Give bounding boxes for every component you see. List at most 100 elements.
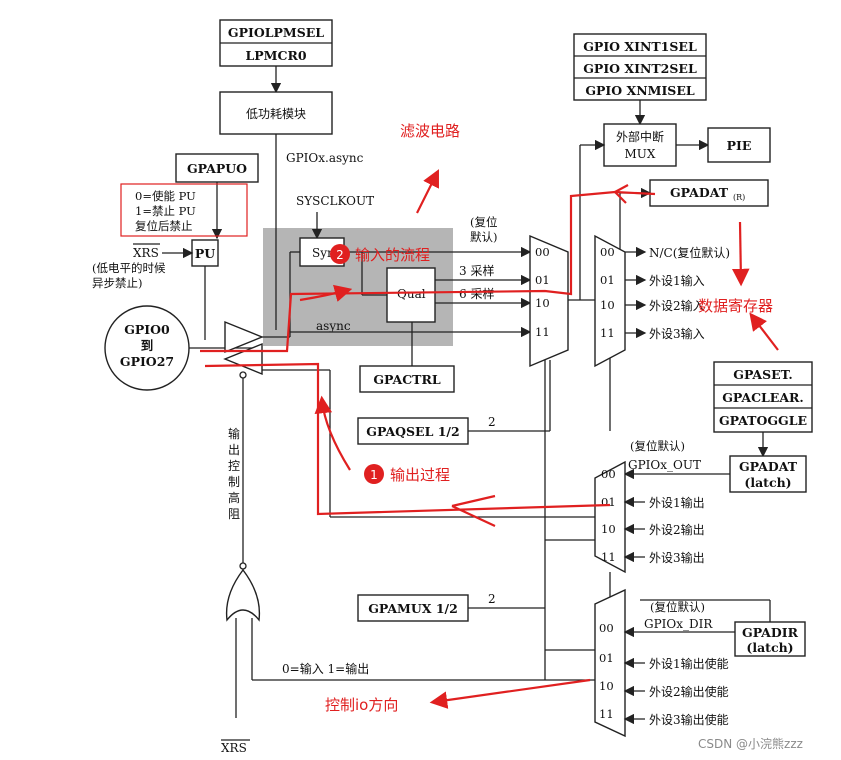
data-reg-arrow-down [749, 312, 779, 351]
xrs-bottom-label: XRS [221, 741, 247, 755]
output-flow-path [204, 362, 611, 516]
in-mux-10: 10 [600, 298, 615, 312]
dir-func-periph2: 外设2输出使能 [649, 684, 729, 699]
out-func-periph2: 外设2输出 [649, 522, 705, 537]
gpadir-latch-box [734, 621, 806, 657]
sysclkout-label: SYSCLKOUT [296, 194, 374, 208]
gpapuo-label: GPAPUO [187, 161, 247, 176]
gpadat-read-sub: (R) [733, 193, 745, 202]
in-func-periph2: 外设2输入 [649, 298, 705, 313]
iq-mux-00: 00 [535, 245, 550, 259]
xint2sel-label: GPIO XINT2SEL [583, 61, 697, 76]
gpadir-label-1: GPADIR [742, 625, 799, 640]
in-func-nc: N/C(复位默认) [649, 245, 730, 260]
input-flow-annotation: 输入的流程 [355, 246, 430, 264]
gpadat-latch-label-1: GPADAT [739, 459, 798, 474]
out-mux-00: 00 [601, 467, 616, 481]
out-mux-10: 10 [601, 522, 616, 536]
in-func-periph3: 外设3输入 [649, 326, 705, 341]
ext-mux-label-1: 外部中断 [616, 129, 664, 144]
output-control-char-2: 出 [228, 443, 240, 457]
pu-reset-text: 复位后禁止 [135, 219, 193, 233]
dir-func-periph1: 外设1输出使能 [649, 656, 729, 671]
direction-mux [594, 588, 626, 738]
gpaclear-label: GPACLEAR. [722, 390, 804, 405]
gpiolpmsel-label: GPIOLPMSEL [228, 25, 324, 40]
gpamux-label: GPAMUX 1/2 [368, 601, 458, 616]
io-direction-annotation: 控制io方向 [325, 696, 398, 714]
gpatoggle-label: GPATOGGLE [719, 413, 807, 428]
xnmisel-label: GPIO XNMISEL [585, 83, 695, 98]
gpadir-label-2: (latch) [746, 640, 793, 655]
gpaqsel-box [357, 417, 469, 445]
gpactrl-box [359, 365, 455, 393]
mux-width: 2 [488, 592, 496, 606]
gpaset-register-box [713, 361, 813, 433]
gpio-pin-label-2: 到 [141, 338, 154, 353]
out-func-periph3: 外设3输出 [649, 550, 705, 565]
sample-3-label: 3 采样 [459, 263, 494, 278]
lpmcr0-label: LPMCR0 [245, 48, 306, 63]
input-step-number: 2 [336, 248, 344, 262]
input-function-mux [594, 234, 626, 368]
gpactrl-label: GPACTRL [373, 372, 441, 387]
gpiox-out-label: GPIOx_OUT [628, 458, 701, 472]
output-control-char-1: 输 [228, 426, 240, 441]
output-control-char-4: 制 [228, 475, 240, 489]
filter-arrow [416, 169, 439, 214]
input-step-badge [330, 244, 350, 264]
iq-mux-10: 10 [535, 296, 550, 310]
out-mux-01: 01 [601, 495, 616, 509]
output-enable-gate [225, 568, 261, 622]
xrs-label: XRS [133, 246, 159, 260]
out-func-periph1: 外设1输出 [649, 495, 705, 510]
output-control-char-6: 阻 [228, 507, 240, 521]
xrs-note-line1: (低电平的时候 [92, 261, 166, 275]
in-mux-01: 01 [600, 273, 615, 287]
in-func-periph1: 外设1输入 [649, 273, 705, 288]
data-register-annotation: 数据寄存器 [698, 297, 773, 315]
output-control-char-5: 高 [228, 490, 240, 505]
out-reset-label: (复位默认) [630, 439, 685, 453]
pu-description-box [120, 183, 248, 237]
gpiox-async-label: GPIOx.async [286, 151, 364, 165]
filter-annotation: 滤波电路 [400, 122, 460, 140]
pu-enable-text: 0=使能 PU [135, 189, 196, 203]
output-process-annotation: 输出过程 [390, 466, 450, 484]
in-mux-00: 00 [600, 245, 615, 259]
sample-6-label: 6 采样 [459, 286, 494, 301]
csdn-watermark: CSDN @小浣熊zzz [698, 736, 803, 751]
gpiox-dir-label: GPIOx_DIR [644, 617, 713, 631]
output-arrow [314, 395, 351, 471]
gpio-pin-label-1: GPIO0 [124, 322, 170, 337]
iq-mux-01: 01 [535, 273, 550, 287]
output-step-badge [364, 464, 384, 484]
input-reset-line2: 默认) [470, 230, 498, 244]
dir-mux-11: 11 [599, 707, 614, 721]
input-qual-mux [529, 234, 569, 368]
qsel-width: 2 [488, 415, 496, 429]
io-dir-arrow [429, 678, 591, 709]
output-function-mux [594, 460, 626, 574]
pu-disable-text: 1=禁止 PU [135, 204, 196, 218]
gpadat-latch-label-2: (latch) [744, 475, 791, 490]
in-mux-11: 11 [600, 326, 615, 340]
output-step-number: 1 [370, 468, 378, 482]
gpapuo-box [175, 153, 259, 183]
gpaqsel-label: GPAQSEL 1/2 [366, 424, 459, 439]
output-control-char-3: 控 [228, 459, 240, 473]
out-mux-11: 11 [601, 550, 616, 564]
input-flow-path [200, 190, 656, 353]
xrs-note-line2: 异步禁止) [92, 276, 143, 290]
data-reg-arrow-up [731, 221, 750, 287]
async-label: async [316, 319, 351, 333]
dir-mux-00: 00 [599, 621, 614, 635]
in-out-select-label: 0=输入 1=输出 [282, 661, 369, 676]
pie-label: PIE [727, 138, 752, 153]
gpio-pin-label-3: GPIO27 [120, 354, 174, 369]
gpamux-box [357, 594, 469, 622]
dir-mux-01: 01 [599, 651, 614, 665]
ext-mux-label-2: MUX [625, 147, 656, 161]
input-buffer [224, 320, 264, 354]
